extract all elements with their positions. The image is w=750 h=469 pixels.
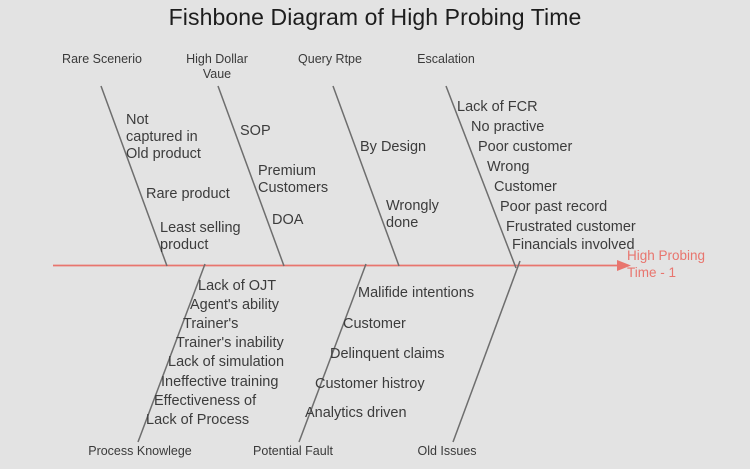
cause-label: Poor customer [478, 139, 573, 155]
category-label-potential-fault: Potential Fault [253, 444, 333, 458]
cause-label: SOP [240, 123, 271, 139]
cause-label: Effectiveness of [154, 393, 257, 409]
category-label-rare-scenerio: Rare Scenerio [62, 52, 142, 66]
bone-process-knowlege [137, 263, 206, 443]
cause-label: Premium Customers [258, 163, 329, 196]
cause-label: No practive [471, 119, 545, 135]
category-label-query-rtpe: Query Rtpe [298, 52, 362, 66]
cause-label: Lack of FCR [457, 99, 538, 115]
cause-label: Poor past record [500, 199, 608, 215]
spine-arrowhead [617, 260, 631, 271]
cause-label: Trainer's [183, 316, 239, 332]
cause-label: Malifide intentions [358, 285, 475, 301]
cause-label: Financials involved [512, 237, 635, 253]
cause-label: DOA [272, 212, 304, 228]
cause-label: Customer [494, 179, 557, 195]
cause-label: Ineffective training [161, 374, 279, 390]
cause-label: Customer histroy [315, 376, 425, 392]
cause-label: Lack of OJT [198, 278, 277, 294]
cause-label: Trainer's inability [176, 335, 284, 351]
bone-high-dollar-vaue [217, 85, 285, 267]
bone-old-issues [452, 260, 521, 443]
category-label-high-dollar-vaue: High Dollar Vaue [186, 52, 248, 81]
category-label-escalation: Escalation [417, 52, 475, 66]
cause-label: Frustrated customer [506, 219, 636, 235]
cause-label: Lack of simulation [168, 354, 285, 370]
cause-label: Not captured in Old product [126, 112, 201, 162]
cause-label: Wrong [487, 159, 530, 175]
bone-escalation [445, 85, 517, 269]
cause-label: Analytics driven [305, 405, 407, 421]
bone-query-rtpe [332, 85, 400, 267]
cause-label: Least selling product [160, 220, 241, 253]
effect-label: High Probing Time - 1 [627, 248, 706, 280]
cause-label: Delinquent claims [330, 346, 445, 362]
bone-potential-fault [298, 263, 367, 443]
cause-label: Wrongly done [386, 198, 439, 231]
cause-label: Lack of Process [146, 412, 250, 428]
bone-rare-scenerio [100, 85, 168, 267]
cause-label: Agent's ability [190, 297, 280, 313]
cause-label: Customer [343, 316, 406, 332]
category-label-old-issues: Old Issues [417, 444, 477, 458]
category-label-process-knowlege: Process Knowlege [88, 444, 192, 458]
cause-label: By Design [360, 139, 427, 155]
cause-label: Rare product [146, 186, 230, 202]
page-title: Fishbone Diagram of High Probing Time [168, 4, 582, 30]
